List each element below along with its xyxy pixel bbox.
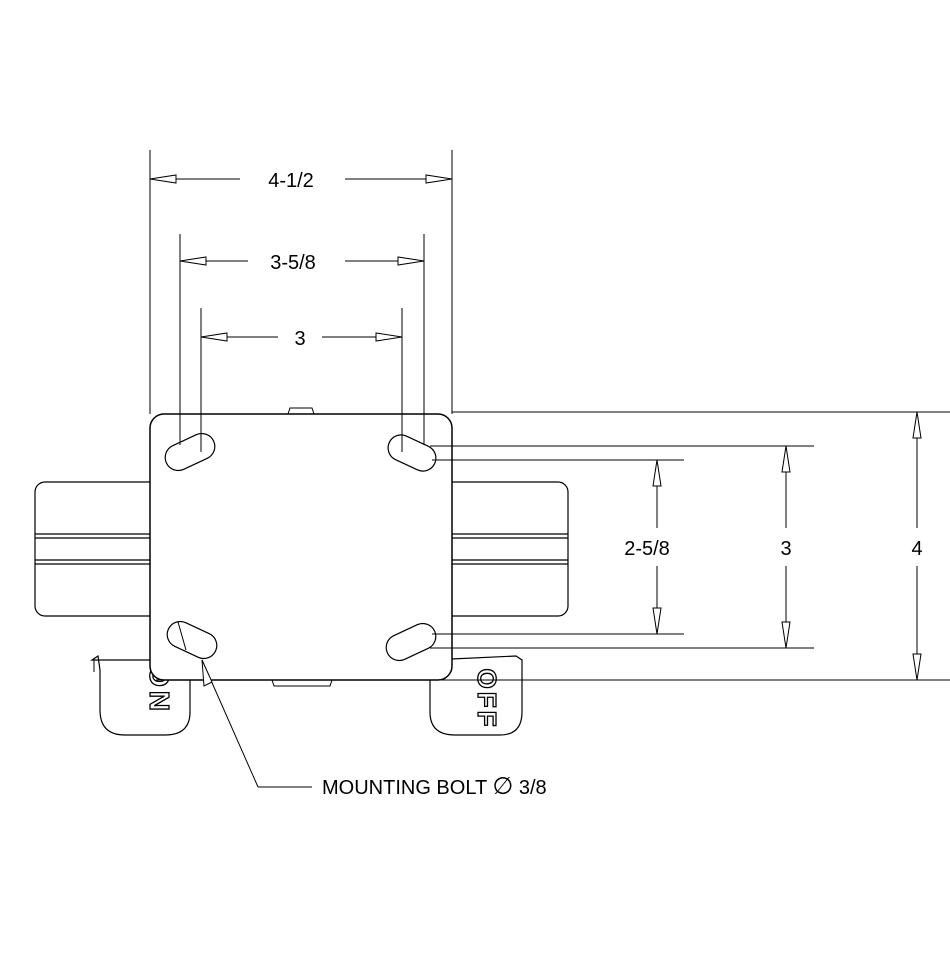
dim-slot-spacing-outer: 3 — [430, 445, 814, 649]
dim-overall-height-label: 4 — [911, 538, 922, 560]
mounting-slot-top-right — [387, 434, 437, 472]
dim-bolt-spacing-outer: 3-5/8 — [179, 234, 425, 445]
mounting-bolt-callout: MOUNTING BOLT ∅ 3/8 — [201, 659, 547, 800]
diameter-symbol-icon: ∅ — [492, 773, 513, 800]
dim-overall-width: 4-1/2 — [149, 150, 453, 414]
dim-bolt-spacing-inner-label: 3 — [294, 328, 305, 350]
callout-text-size: 3/8 — [519, 777, 547, 799]
dim-slot-spacing-inner-label: 2-5/8 — [624, 538, 670, 560]
dim-slot-spacing-outer-label: 3 — [780, 538, 791, 560]
callout-text-main: MOUNTING BOLT — [322, 777, 487, 799]
dim-bolt-spacing-inner: 3 — [200, 308, 403, 452]
dim-overall-height: 4 — [452, 411, 950, 681]
brake-label-off: OFF — [472, 669, 502, 730]
brake-pedal-right: OFF — [429, 655, 523, 736]
mounting-slot-bottom-left — [166, 620, 218, 660]
dim-bolt-spacing-outer-label: 3-5/8 — [270, 252, 316, 274]
mounting-slot-bottom-right — [385, 622, 437, 662]
dim-overall-width-label: 4-1/2 — [268, 170, 314, 192]
mounting-bolt-callout-text: MOUNTING BOLT ∅ 3/8 — [322, 773, 547, 800]
mounting-slot-top-left — [164, 432, 216, 472]
dim-slot-spacing-inner: 2-5/8 — [432, 459, 684, 635]
top-plate — [149, 407, 453, 687]
